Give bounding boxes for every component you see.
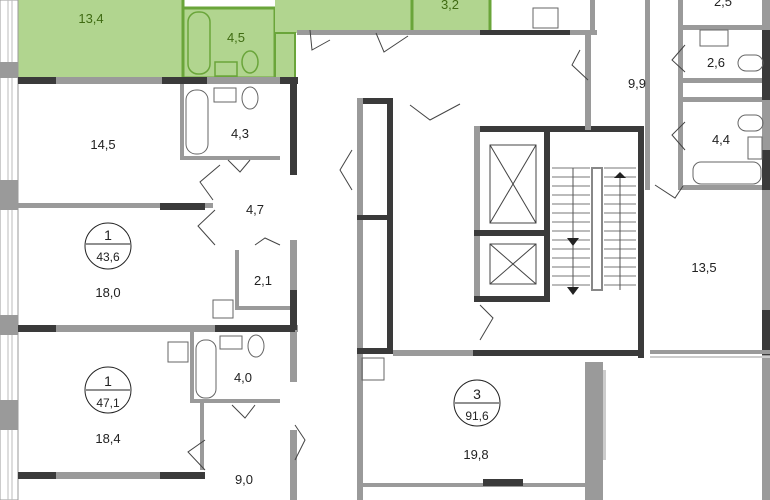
toilet-icon xyxy=(737,114,764,132)
sink-icon xyxy=(532,7,559,29)
walls xyxy=(18,0,770,500)
toilet-icon xyxy=(241,50,259,74)
room-area-selected-hall: 3,2 xyxy=(441,0,459,12)
room-area-left-hall-1: 4,7 xyxy=(246,202,264,217)
bathtub-icon xyxy=(185,89,209,155)
apartment-total-area: 47,1 xyxy=(96,396,120,410)
room-area-selected-bath: 4,5 xyxy=(227,30,245,45)
lift-1 xyxy=(489,144,537,224)
sink-icon xyxy=(213,87,237,103)
bathtub-icon xyxy=(195,339,217,399)
room-labels: 13,4 4,5 3,2 2,5 2,6 9,9 4,4 13,5 14,5 4… xyxy=(78,0,732,487)
bathtub-icon xyxy=(692,161,762,185)
room-area-left-bath-1: 4,3 xyxy=(231,126,249,141)
apartment-rooms-count: 1 xyxy=(104,227,112,243)
room-area-left-room-3: 18,4 xyxy=(95,431,120,446)
toilet-icon xyxy=(241,86,259,110)
selected-bathroom[interactable] xyxy=(181,6,277,80)
room-area-selected-living: 13,4 xyxy=(78,11,103,26)
toilet-icon xyxy=(737,54,764,72)
selected-hall[interactable] xyxy=(275,0,490,33)
apartment-total-area: 91,6 xyxy=(465,409,489,423)
fixtures xyxy=(167,7,764,399)
sink-icon xyxy=(699,29,729,47)
room-area-center-room: 19,8 xyxy=(463,447,488,462)
room-area-left-bath-3: 4,0 xyxy=(234,370,252,385)
sink-icon xyxy=(167,341,189,363)
room-area-right-bath: 4,4 xyxy=(712,132,730,147)
toilet-icon xyxy=(247,334,265,358)
room-area-left-hall-3: 9,0 xyxy=(235,472,253,487)
apartment-rooms-count: 1 xyxy=(104,373,112,389)
sink-icon xyxy=(212,299,234,319)
staircase xyxy=(552,167,636,290)
selected-living-room[interactable] xyxy=(18,0,183,78)
sink-icon xyxy=(214,61,238,77)
sink-icon xyxy=(361,357,385,381)
room-area-right-wc: 2,6 xyxy=(707,55,725,70)
apartment-badge[interactable]: 1 47,1 xyxy=(84,366,132,414)
room-area-left-room-2: 18,0 xyxy=(95,285,120,300)
sink-icon xyxy=(747,136,763,160)
lift-2 xyxy=(489,243,537,285)
doors xyxy=(187,29,686,471)
room-area-top-right: 2,5 xyxy=(714,0,732,9)
bathtub-icon xyxy=(187,11,211,75)
stair-up-arrow-icon xyxy=(614,172,626,178)
room-area-left-storage-2: 2,1 xyxy=(254,273,272,288)
apartment-total-area: 43,6 xyxy=(96,250,120,264)
room-area-right-hall: 9,9 xyxy=(628,76,646,91)
room-area-right-room: 13,5 xyxy=(691,260,716,275)
apartment-badge[interactable]: 1 43,6 xyxy=(84,222,132,270)
stair-down-arrow-icon xyxy=(567,238,579,246)
sink-icon xyxy=(219,335,243,350)
apartment-badge[interactable]: 3 91,6 xyxy=(453,379,501,427)
apartment-rooms-count: 3 xyxy=(473,386,481,402)
room-area-left-room-1: 14,5 xyxy=(90,137,115,152)
selected-apartment[interactable] xyxy=(18,0,492,80)
